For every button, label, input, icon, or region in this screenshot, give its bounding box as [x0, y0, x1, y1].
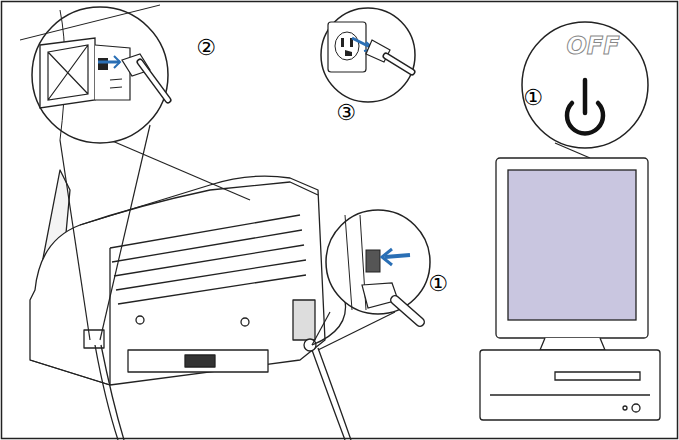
power-off-magnifier: [522, 22, 648, 148]
outlet-magnifier: [321, 8, 415, 102]
callout-number: ②: [196, 37, 216, 59]
cables: [95, 300, 351, 440]
switch-magnifier: [326, 210, 430, 322]
computer: [480, 158, 660, 420]
printer: [30, 170, 325, 385]
usb-magnifier: [20, 5, 168, 143]
callout-number: ①: [428, 273, 448, 295]
callout-number: ①: [523, 87, 543, 109]
callout-number: ③: [336, 102, 356, 124]
state-text: OFF: [566, 34, 619, 58]
